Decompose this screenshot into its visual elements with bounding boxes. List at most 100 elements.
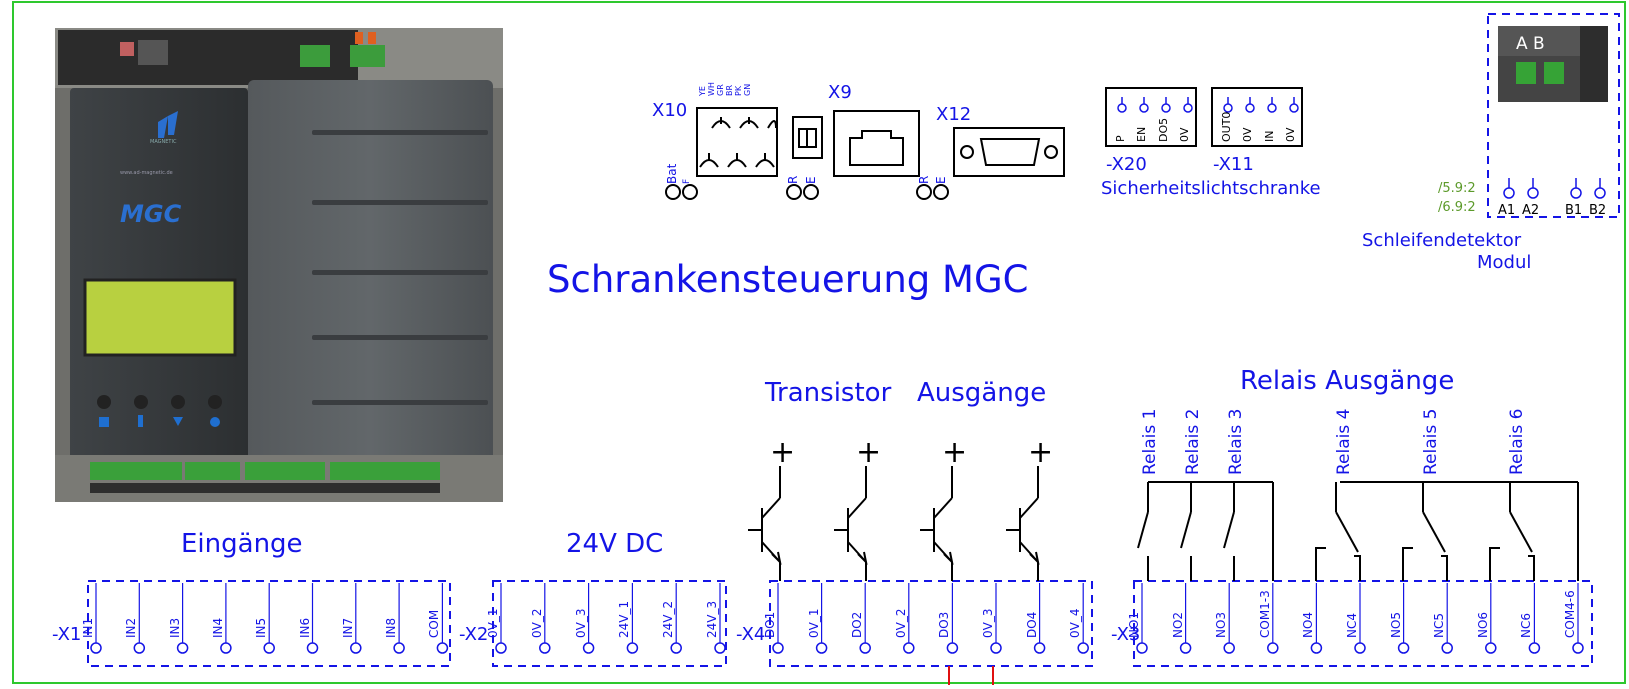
relay-contact bbox=[1180, 511, 1192, 549]
x11-pin-0v-a: 0V bbox=[1241, 127, 1254, 142]
terminal-pin-label: IN5 bbox=[254, 617, 269, 638]
terminal-pin-label: 0V_2 bbox=[529, 608, 544, 638]
terminal-block-x3 bbox=[1133, 580, 1593, 667]
plus-sign: + bbox=[856, 435, 881, 470]
relay-contact bbox=[1137, 511, 1149, 549]
terminal-pin-label: IN7 bbox=[340, 617, 355, 638]
label-x12-e: E bbox=[934, 176, 948, 184]
loop-ref-1: /5.9:2 bbox=[1438, 181, 1476, 196]
terminal-pin bbox=[582, 642, 595, 654]
heading-outputs: Ausgänge bbox=[917, 378, 1047, 408]
device-website-text: www.ad-magnetic.de bbox=[120, 170, 173, 176]
heading-24v-dc: 24V DC bbox=[566, 529, 664, 559]
terminal-pin-label: COM4-6 bbox=[1563, 590, 1577, 638]
terminal-pin bbox=[90, 642, 102, 654]
label-x10: X10 bbox=[652, 100, 688, 121]
terminal-pin bbox=[946, 642, 959, 654]
terminal-pin-label: IN6 bbox=[297, 617, 312, 638]
terminal-block-frame bbox=[492, 580, 727, 667]
terminal-pin bbox=[539, 642, 551, 654]
label-x12: X12 bbox=[936, 104, 972, 125]
terminal-pin-label: NO6 bbox=[1475, 611, 1490, 638]
terminal-pin-label: 24V_2 bbox=[661, 600, 676, 638]
x9-e-led bbox=[803, 184, 819, 200]
terminal-pin-label: IN1 bbox=[81, 617, 95, 638]
x10-wire-br: BR bbox=[725, 84, 734, 96]
relay-symbols bbox=[1137, 481, 1579, 581]
terminal-pin bbox=[626, 642, 639, 654]
loop-pins bbox=[1503, 178, 1606, 199]
x11-pin-0v-b: 0V bbox=[1284, 127, 1297, 142]
relay-no-contact bbox=[1315, 547, 1326, 581]
connector-pin bbox=[1245, 103, 1255, 113]
terminal-pin bbox=[1354, 642, 1366, 654]
terminal-pin bbox=[495, 642, 507, 654]
terminal-pin bbox=[903, 642, 915, 654]
terminal-pin-label: 0V_3 bbox=[573, 608, 588, 638]
loop-pin bbox=[1594, 187, 1606, 199]
terminal-pin-label: DO1 bbox=[763, 611, 777, 638]
terminal-pin-label: NC4 bbox=[1345, 613, 1359, 638]
loop-pin-a1: A1 bbox=[1498, 203, 1516, 218]
terminal-pin bbox=[350, 642, 362, 654]
relay-label-5: Relais 5 bbox=[1421, 408, 1441, 475]
plus-sign: + bbox=[1028, 435, 1053, 470]
terminal-pin-label: 0V_4 bbox=[1068, 608, 1083, 638]
relay-nc-contact bbox=[1528, 555, 1535, 581]
relay-nc-contact bbox=[1354, 555, 1361, 581]
terminal-pin bbox=[1267, 642, 1279, 654]
x10-wire-ye: YE bbox=[698, 86, 707, 96]
label-x4: -X4 bbox=[736, 624, 766, 645]
x20-pin-en: EN bbox=[1135, 126, 1148, 142]
terminal-pin-label: 0V_3 bbox=[981, 608, 995, 638]
heading-transistor: Transistor bbox=[765, 378, 892, 408]
label-x12-r: R bbox=[917, 175, 931, 184]
x11-pin-circles bbox=[1223, 97, 1299, 113]
terminal-pin bbox=[393, 642, 405, 654]
relay-label-1: Relais 1 bbox=[1140, 408, 1160, 475]
x11-pin-in: IN bbox=[1263, 130, 1276, 142]
connector-pin bbox=[1267, 103, 1277, 113]
terminal-pin-label: IN8 bbox=[384, 617, 399, 638]
terminal-pin bbox=[176, 642, 189, 654]
label-bat: Bat bbox=[665, 163, 679, 184]
terminal-pin-label: NC6 bbox=[1519, 613, 1534, 638]
loop-pin bbox=[1503, 187, 1515, 199]
terminal-pin-label: DO4 bbox=[1024, 611, 1039, 638]
terminal-pin-label: COM1-3 bbox=[1257, 590, 1272, 638]
loop-ref-2: /6.9:2 bbox=[1438, 200, 1476, 215]
terminal-pin bbox=[133, 642, 146, 654]
x9-r-led bbox=[786, 184, 802, 200]
terminal-pin-label: 0V_2 bbox=[893, 608, 908, 638]
loop-pin bbox=[1527, 187, 1539, 199]
terminal-pin-label: NO3 bbox=[1214, 611, 1229, 638]
terminal-block-x1 bbox=[87, 580, 451, 667]
plus-sign: + bbox=[770, 435, 795, 470]
terminal-pin-label: NO5 bbox=[1388, 611, 1403, 638]
relay-contact bbox=[1335, 511, 1359, 553]
relay-no-contact bbox=[1489, 547, 1500, 581]
terminal-pin-label: IN3 bbox=[167, 617, 182, 638]
terminal-pin-label: IN4 bbox=[210, 617, 225, 638]
terminal-pin-label: NO2 bbox=[1170, 611, 1185, 638]
x11-connector-box bbox=[1211, 87, 1303, 147]
terminal-pin-label: 0V_1 bbox=[486, 608, 500, 638]
transistor-symbols: ++++ bbox=[748, 435, 1053, 581]
label-f: F bbox=[682, 178, 692, 184]
connector-pin bbox=[1117, 103, 1127, 113]
label-x9-r: R bbox=[786, 175, 800, 184]
device-logo-text: MGC bbox=[120, 200, 182, 228]
terminal-pin bbox=[263, 642, 275, 654]
terminal-pin bbox=[1310, 642, 1323, 654]
transistor-collector bbox=[933, 497, 953, 519]
loop-pin bbox=[1570, 187, 1582, 199]
drawing-frame bbox=[12, 1, 1626, 684]
terminal-block-frame bbox=[1133, 580, 1593, 667]
loop-module-frame bbox=[1487, 13, 1620, 218]
terminal-pin bbox=[815, 642, 828, 654]
terminal-pin bbox=[1033, 642, 1046, 654]
relay-contact bbox=[1509, 511, 1533, 553]
label-x11: -X11 bbox=[1213, 154, 1254, 175]
label-x20: -X20 bbox=[1106, 154, 1147, 175]
